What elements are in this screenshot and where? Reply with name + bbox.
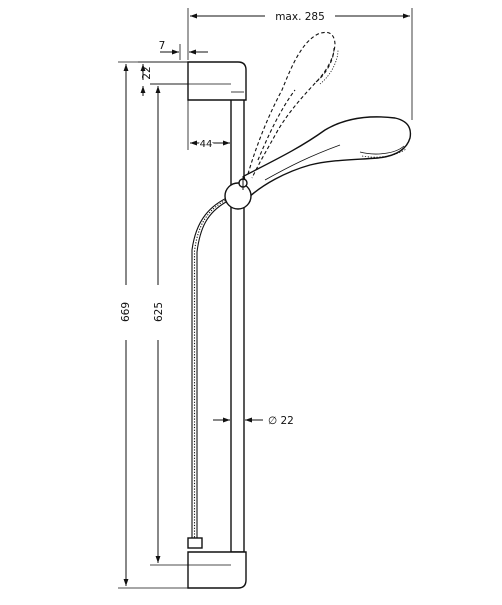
- dimension-top-offset: 7: [159, 40, 208, 60]
- dimension-bracket-spacing: 625: [150, 83, 192, 566]
- label-top-offset: 7: [159, 40, 166, 52]
- label-bracket-spacing: 625: [153, 302, 165, 322]
- bottom-wall-bracket: [187, 551, 247, 589]
- dimension-bracket-height: 22: [138, 61, 188, 96]
- shower-holder-slider: [224, 176, 252, 210]
- hose-connector: [187, 537, 203, 549]
- label-bracket-height: 22: [141, 66, 153, 79]
- top-wall-bracket: [187, 61, 247, 101]
- dimension-max-reach: max. 285: [187, 8, 413, 120]
- dimension-overall-height: 669: [118, 61, 192, 589]
- label-wall-depth: 44: [200, 139, 213, 150]
- label-max-reach: max. 285: [275, 11, 325, 23]
- hand-shower-alternate-position: [247, 31, 339, 179]
- label-overall-height: 669: [120, 302, 132, 322]
- shower-rail-bar: [230, 91, 245, 553]
- dimension-bar-diameter: ∅ 22: [213, 415, 294, 427]
- hand-shower: [243, 116, 412, 200]
- shower-hose: [187, 195, 232, 549]
- label-bar-diameter: ∅ 22: [268, 415, 294, 427]
